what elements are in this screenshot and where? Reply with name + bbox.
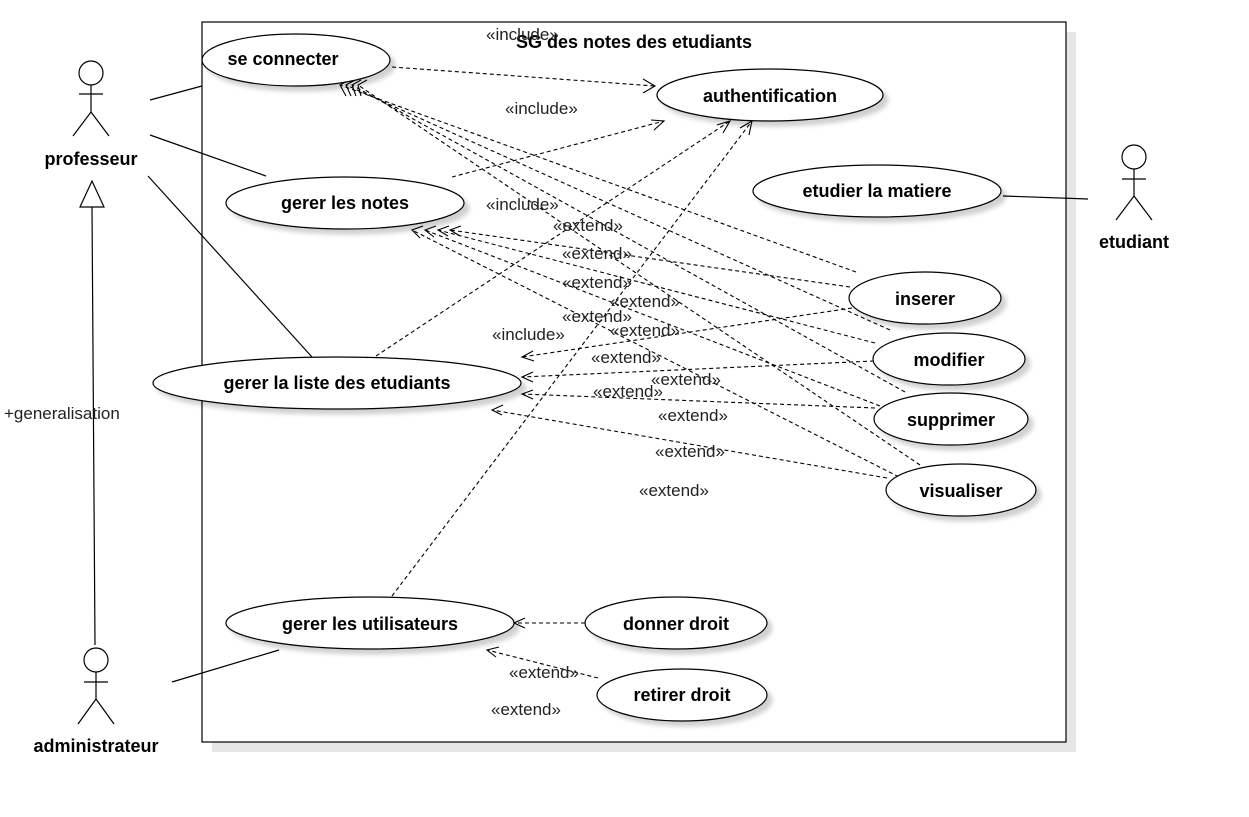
actor-professeur-icon[interactable] xyxy=(72,60,110,137)
assoc-professeur-gerer-liste xyxy=(147,175,313,358)
use-case-inserer[interactable] xyxy=(848,271,1002,325)
actor-administrateur-label: administrateur xyxy=(33,736,158,756)
svg-text:«extend»: «extend» xyxy=(651,370,721,389)
svg-text:«extend»: «extend» xyxy=(655,442,725,461)
assoc-professeur-gerer-notes xyxy=(149,134,267,177)
generalisation-arrowhead xyxy=(79,179,105,208)
use-case-authentification-label: authentification xyxy=(703,86,837,106)
use-case-modifier-label: modifier xyxy=(913,350,984,370)
svg-text:«extend»: «extend» xyxy=(562,307,632,326)
use-case-retirer-droit[interactable] xyxy=(596,668,768,722)
generalisation-label: +generalisation xyxy=(4,404,120,423)
actor-professeur-label: professeur xyxy=(44,149,137,169)
system-title: SG des notes des etudiants xyxy=(516,32,752,52)
svg-text:«extend»: «extend» xyxy=(591,348,661,367)
svg-text:«include»: «include» xyxy=(486,195,559,214)
use-case-gerer-les-notes-label: gerer les notes xyxy=(281,193,409,213)
svg-text:«extend»: «extend» xyxy=(553,216,623,235)
generalisation-line xyxy=(91,206,96,646)
use-case-gerer-les-notes[interactable] xyxy=(225,176,465,230)
svg-text:«extend»: «extend» xyxy=(562,273,632,292)
actor-etudiant-label: etudiant xyxy=(1099,232,1169,252)
use-case-gerer-la-liste-des-etudiants[interactable] xyxy=(152,356,522,410)
use-case-modifier[interactable] xyxy=(872,332,1026,386)
assoc-etudiant-etudier xyxy=(1002,195,1089,200)
svg-text:«extend»: «extend» xyxy=(639,481,709,500)
assoc-administrateur-gerer-utilisateurs xyxy=(171,649,280,683)
svg-text:«extend»: «extend» xyxy=(509,663,579,682)
svg-text:«extend»: «extend» xyxy=(562,244,632,263)
assoc-professeur-se-connecter xyxy=(149,85,203,101)
actor-administrateur-icon[interactable] xyxy=(77,647,115,725)
svg-text:«include»: «include» xyxy=(486,25,559,44)
use-case-se-connecter[interactable] xyxy=(201,33,391,87)
use-case-supprimer-label: supprimer xyxy=(907,410,995,430)
use-case-se-connecter-label: se connecter xyxy=(227,49,338,69)
svg-text:«include»: «include» xyxy=(505,99,578,118)
svg-text:«extend»: «extend» xyxy=(491,700,561,719)
svg-text:«include»: «include» xyxy=(492,325,565,344)
use-case-donner-droit[interactable] xyxy=(584,596,768,650)
use-case-visualiser[interactable] xyxy=(885,463,1037,517)
svg-text:«extend»: «extend» xyxy=(610,292,680,311)
svg-text:«extend»: «extend» xyxy=(610,321,680,340)
relation-labels: «include» «include» «include» «include» … xyxy=(486,25,728,719)
use-case-etudier-la-matiere-label: etudier la matiere xyxy=(802,181,951,201)
use-case-inserer-label: inserer xyxy=(895,289,955,309)
use-case-authentification[interactable] xyxy=(656,68,884,122)
svg-text:«extend»: «extend» xyxy=(593,382,663,401)
svg-text:«extend»: «extend» xyxy=(658,406,728,425)
use-case-gerer-la-liste-label: gerer la liste des etudiants xyxy=(223,373,450,393)
use-case-supprimer[interactable] xyxy=(873,392,1029,446)
use-case-donner-droit-label: donner droit xyxy=(623,614,729,634)
use-case-gerer-les-utilisateurs-label: gerer les utilisateurs xyxy=(282,614,458,634)
actor-etudiant-icon[interactable] xyxy=(1115,144,1153,221)
use-case-gerer-les-utilisateurs[interactable] xyxy=(225,596,515,650)
use-case-retirer-droit-label: retirer droit xyxy=(633,685,730,705)
use-case-visualiser-label: visualiser xyxy=(919,481,1002,501)
use-case-etudier-la-matiere[interactable] xyxy=(752,164,1002,218)
